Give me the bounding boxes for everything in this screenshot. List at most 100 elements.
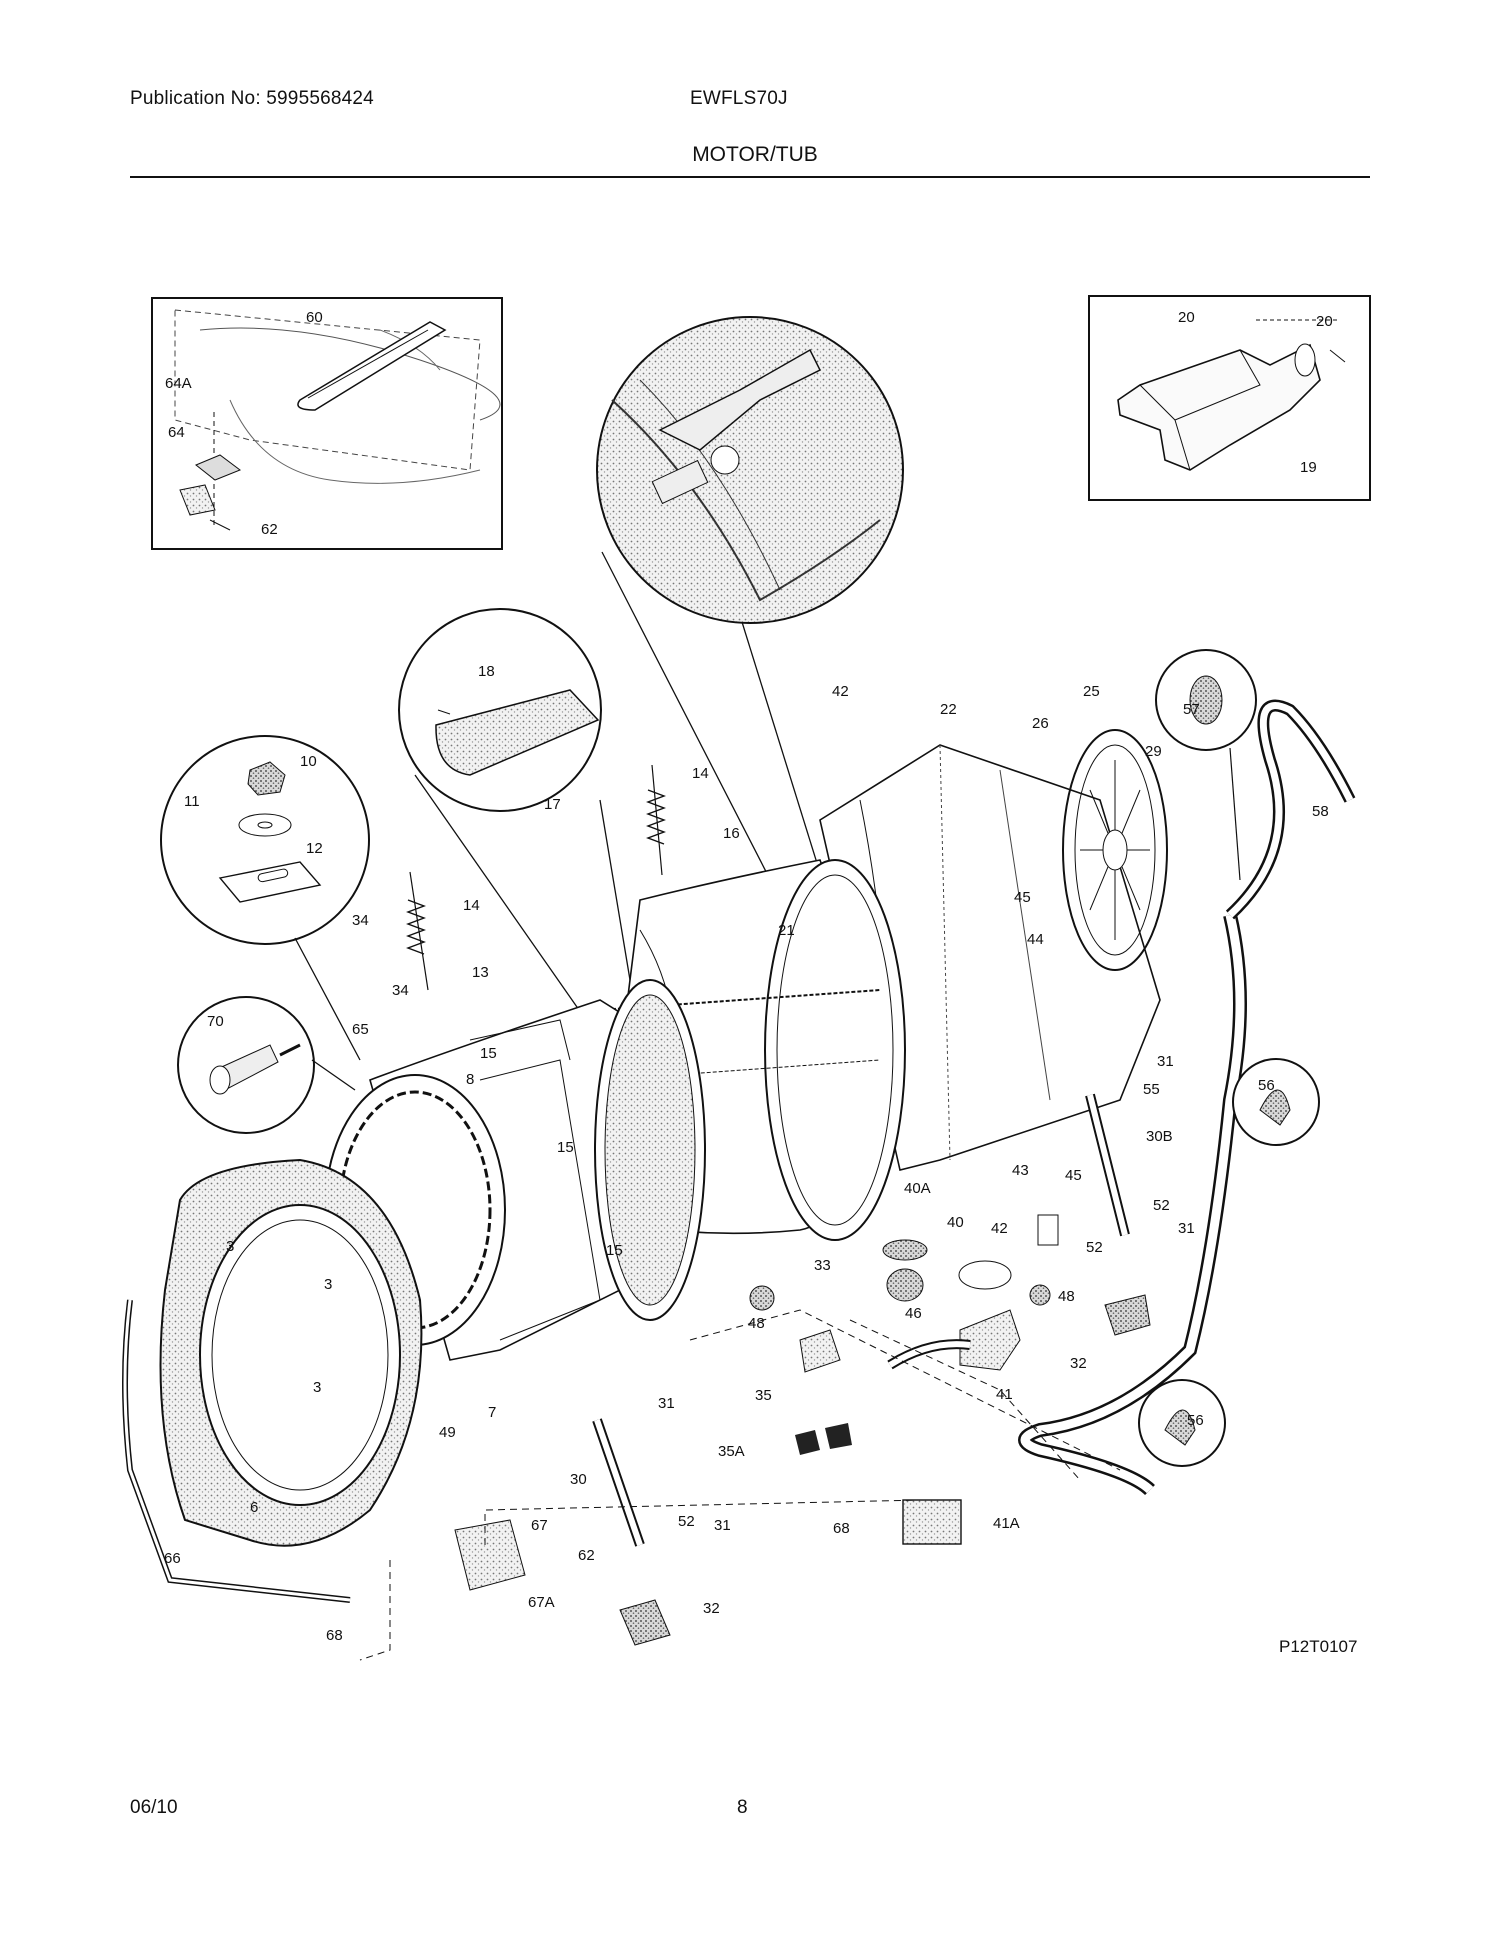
footer-date: 06/10: [130, 1797, 178, 1818]
leader-dashes: [359, 1309, 1121, 1661]
callout: 46: [905, 1305, 922, 1322]
callout: 3: [226, 1238, 234, 1255]
callout: 58: [1312, 803, 1329, 820]
inset-detail-right: [1088, 295, 1371, 501]
callout: 64A: [165, 375, 192, 392]
detail-bubble-56-lower: [1138, 1379, 1226, 1467]
section-title: MOTOR/TUB: [692, 143, 818, 166]
callout: 15: [480, 1045, 497, 1062]
callout: 49: [439, 1424, 456, 1441]
part-19-bracket: [1117, 343, 1321, 471]
callout: 62: [261, 521, 278, 538]
callout: 30: [570, 1471, 587, 1488]
diagram-code: P12T0107: [1279, 1637, 1358, 1656]
callout: 66: [164, 1550, 181, 1567]
callout: 7: [488, 1404, 496, 1421]
publication-number: Publication No: 5995568424: [130, 88, 374, 109]
callout: 65: [352, 1021, 369, 1038]
callout: 20: [1178, 309, 1195, 326]
callout: 62: [578, 1547, 595, 1564]
callout: 41A: [993, 1515, 1020, 1532]
callout: 42: [991, 1220, 1008, 1237]
callout: 60: [306, 309, 323, 326]
callout: 10: [300, 753, 317, 770]
callout: 40: [947, 1214, 964, 1231]
model-number: EWFLS70J: [690, 88, 788, 109]
callout: 35A: [718, 1443, 745, 1460]
callout: 48: [1058, 1288, 1075, 1305]
callout: 3: [313, 1379, 321, 1396]
callout: 45: [1065, 1167, 1082, 1184]
callout: 15: [606, 1242, 623, 1259]
callout: 67: [531, 1517, 548, 1534]
callout: 14: [692, 765, 709, 782]
callout: 55: [1143, 1081, 1160, 1098]
callout: 64: [168, 424, 185, 441]
callout: 42: [832, 683, 849, 700]
callout: 56: [1187, 1412, 1204, 1429]
part-60-handle: [297, 321, 447, 411]
front-bellows-ring: [159, 1158, 423, 1547]
callout: 40A: [904, 1180, 931, 1197]
callout: 21: [778, 922, 795, 939]
callout: 14: [463, 897, 480, 914]
callout: 13: [472, 964, 489, 981]
callout: 16: [723, 825, 740, 842]
detail-bubble-57: [1155, 649, 1257, 881]
inset-detail-left: [151, 297, 503, 550]
callout: 43: [1012, 1162, 1029, 1179]
spring-14-upper: [646, 764, 666, 876]
callout: 31: [714, 1517, 731, 1534]
callout: 52: [1086, 1239, 1103, 1256]
callout: 68: [833, 1520, 850, 1537]
callout: 35: [755, 1387, 772, 1404]
header-rule: [130, 176, 1370, 178]
callout: 3: [324, 1276, 332, 1293]
callout: 19: [1300, 459, 1317, 476]
shock-absorber-30B: [1085, 1093, 1130, 1237]
page-number: 8: [737, 1797, 748, 1818]
callout: 34: [352, 912, 369, 929]
callout: 45: [1014, 889, 1031, 906]
callout: 41: [996, 1386, 1013, 1403]
callout: 31: [1178, 1220, 1195, 1237]
callout: 44: [1027, 931, 1044, 948]
callout: 31: [658, 1395, 675, 1412]
callout: 52: [678, 1513, 695, 1530]
callout: 48: [748, 1315, 765, 1332]
detail-bubble-70: [177, 996, 356, 1134]
detail-bubble-56-upper: [1232, 1058, 1320, 1146]
callout: 6: [250, 1499, 258, 1516]
callout: 15: [557, 1139, 574, 1156]
callout: 18: [478, 663, 495, 680]
shock-absorber-30: [592, 1418, 645, 1547]
callout: 33: [814, 1257, 831, 1274]
callout: 12: [306, 840, 323, 857]
tube-66: [122, 1299, 351, 1603]
callout-labels: 60 64A 64 62 20 20 19 42 22 26 25 29 57 …: [164, 309, 1333, 1644]
callout: 32: [703, 1600, 720, 1617]
callout: 52: [1153, 1197, 1170, 1214]
callout: 56: [1258, 1077, 1275, 1094]
callout: 29: [1145, 743, 1162, 760]
callout: 68: [326, 1627, 343, 1644]
callout: 8: [466, 1071, 474, 1088]
detail-bubble-shaft: [596, 316, 904, 1046]
callout: 17: [544, 796, 561, 813]
detail-bubble-paddle: [398, 608, 641, 1041]
drain-hose: [1018, 699, 1356, 1496]
callout: 57: [1183, 701, 1200, 718]
spring-14-lower: [406, 871, 429, 991]
callout: 20: [1316, 313, 1333, 330]
callout: 67A: [528, 1594, 555, 1611]
detail-bubble-fastener: [160, 735, 370, 1061]
callout: 31: [1157, 1053, 1174, 1070]
callout: 22: [940, 701, 957, 718]
callout: 32: [1070, 1355, 1087, 1372]
pump-assembly: [454, 1214, 1151, 1646]
callout: 70: [207, 1013, 224, 1030]
callout: 26: [1032, 715, 1049, 732]
callout: 11: [184, 793, 200, 810]
callout: 25: [1083, 683, 1100, 700]
